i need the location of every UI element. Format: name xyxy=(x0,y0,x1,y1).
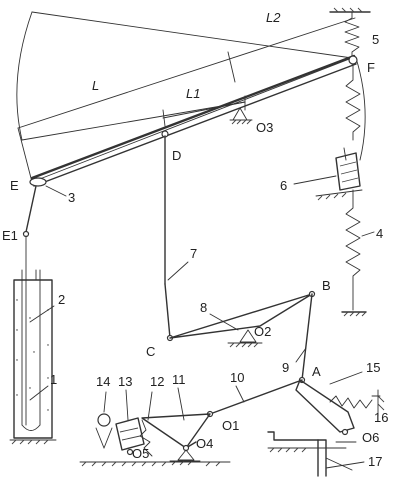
pump-cylinder-2 xyxy=(9,235,57,445)
ground-lower-left xyxy=(79,461,231,467)
label-13: 13 xyxy=(118,374,132,389)
label-12: 12 xyxy=(150,374,164,389)
label-3: 3 xyxy=(68,190,75,205)
construction-line-L2 xyxy=(17,17,356,129)
leader-2 xyxy=(29,305,55,323)
label-11: 11 xyxy=(172,372,186,387)
beam-3-upper xyxy=(30,54,356,180)
leader-14 xyxy=(103,391,107,413)
pivot-O3 xyxy=(229,107,253,125)
label-L2: L2 xyxy=(266,10,281,25)
label-O6: O6 xyxy=(362,430,379,445)
link-7-bottom xyxy=(164,283,171,339)
joint-E xyxy=(29,177,47,187)
pivot-O4 xyxy=(169,449,201,466)
label-E: E xyxy=(10,178,19,193)
spring-4 xyxy=(341,63,367,317)
link-10 xyxy=(209,379,303,415)
leader-17 xyxy=(325,461,365,469)
tick-E-left xyxy=(17,127,33,183)
label-O2: O2 xyxy=(254,324,271,339)
label-6: 6 xyxy=(280,178,287,193)
spring-5 xyxy=(329,7,371,57)
label-16: 16 xyxy=(374,410,388,425)
leader-4 xyxy=(361,231,375,237)
construction-line-top xyxy=(31,11,353,59)
joint-F xyxy=(348,55,358,65)
leader-9 xyxy=(295,347,307,363)
rod-E-E1 xyxy=(25,185,37,233)
label-2: 2 xyxy=(58,292,65,307)
label-L1: L1 xyxy=(186,86,200,101)
label-C: C xyxy=(146,344,155,359)
construction-line-L xyxy=(21,101,246,141)
swing-arc-right xyxy=(355,57,366,161)
leader-10 xyxy=(235,385,245,403)
label-B: B xyxy=(322,278,331,293)
label-E1: E1 xyxy=(2,228,18,243)
tick-L1-right xyxy=(227,51,236,83)
label-O1: O1 xyxy=(222,418,239,433)
label-8: 8 xyxy=(200,300,207,315)
construction-line-E-F xyxy=(31,57,353,183)
plate-17 xyxy=(267,431,353,477)
beam-3-lower xyxy=(33,63,357,187)
leader-15 xyxy=(329,371,363,385)
label-O4: O4 xyxy=(196,436,213,451)
label-O5: O5 xyxy=(132,446,149,461)
swing-arc xyxy=(16,11,33,141)
label-9: 9 xyxy=(282,360,289,375)
lever-15 xyxy=(295,379,385,443)
tick-L1-left xyxy=(162,109,166,127)
label-L: L xyxy=(92,78,99,93)
label-7: 7 xyxy=(190,246,197,261)
link-9 xyxy=(301,293,313,381)
label-O3: O3 xyxy=(256,120,273,135)
leader-6 xyxy=(293,175,337,185)
label-17: 17 xyxy=(368,454,382,469)
leader-8 xyxy=(209,313,239,331)
label-F: F xyxy=(367,60,375,75)
label-4: 4 xyxy=(376,226,383,241)
roller-14 xyxy=(95,413,113,449)
label-14: 14 xyxy=(96,374,110,389)
label-D: D xyxy=(172,148,181,163)
pivot-O2 xyxy=(227,329,263,348)
label-A: A xyxy=(312,364,321,379)
label-10: 10 xyxy=(230,370,244,385)
leader-1 xyxy=(29,385,49,401)
spring-12 xyxy=(139,419,153,457)
label-15: 15 xyxy=(366,360,380,375)
link-8 xyxy=(169,293,313,339)
label-5: 5 xyxy=(372,32,379,47)
leader-3 xyxy=(45,185,67,197)
leader-12 xyxy=(147,391,153,421)
block-13 xyxy=(115,417,145,456)
label-1: 1 xyxy=(50,372,57,387)
leader-11 xyxy=(177,387,185,421)
leader-7 xyxy=(167,261,189,281)
block-6 xyxy=(315,147,363,201)
leader-13 xyxy=(125,389,129,421)
